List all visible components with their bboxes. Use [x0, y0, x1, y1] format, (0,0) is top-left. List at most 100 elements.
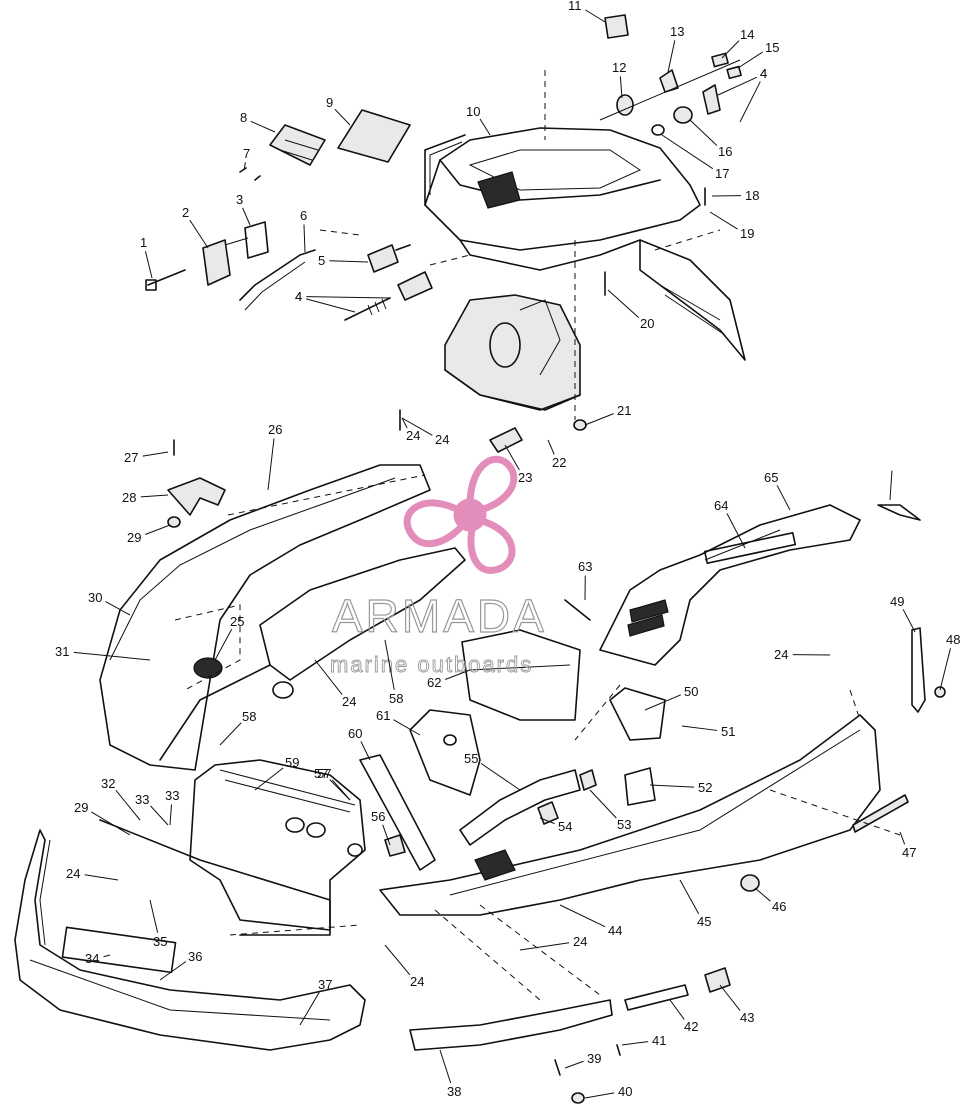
callout-number: 60 [348, 726, 362, 741]
callout-number: 24 [410, 974, 424, 989]
callout-38: 38 [439, 1049, 461, 1099]
callout-34: 34 [85, 951, 111, 966]
callout-24: 24 [66, 866, 119, 881]
callout-59: 59 [254, 755, 299, 791]
callout-number: 63 [578, 559, 592, 574]
callout-57: 57 [314, 766, 351, 801]
callout-19: 19 [709, 211, 754, 241]
callout-number: 28 [122, 490, 136, 505]
callout-leader [401, 417, 433, 436]
callout-leader [504, 444, 520, 471]
callout-number: 12 [612, 60, 626, 75]
callout-number: 33 [165, 788, 179, 803]
callout-12: 12 [612, 60, 626, 99]
callout-23: 23 [504, 444, 532, 485]
callout-leader [754, 887, 771, 902]
callout-leader [73, 651, 151, 661]
callout-leader [91, 811, 131, 836]
callout-number: 10 [466, 104, 480, 119]
callout-number: 32 [101, 776, 115, 791]
callout-number: 4 [760, 66, 767, 81]
callout-number: 61 [376, 708, 390, 723]
callout-18: 18 [711, 188, 759, 203]
callout-16: 16 [689, 119, 732, 159]
callout-number: 5 [318, 253, 325, 268]
callout-leader [103, 954, 111, 958]
callout-leader [681, 725, 718, 731]
callout-leader [737, 51, 763, 69]
small-parts-left [145, 109, 433, 321]
callout-leader [329, 779, 351, 801]
propeller-blade-right [467, 515, 516, 574]
callout-58: 58 [219, 709, 256, 746]
callout-leader [539, 817, 555, 825]
callout-number: 24 [435, 432, 449, 447]
callout-5: 5 [318, 253, 369, 268]
callout-8: 8 [240, 110, 276, 133]
callout-number: 49 [890, 594, 904, 609]
callout-leader [159, 961, 187, 981]
callout-number: 44 [608, 923, 622, 938]
callout-leader [306, 296, 391, 299]
callout-leader [902, 609, 916, 633]
callout-2: 2 [182, 205, 209, 249]
callout-number: 15 [765, 40, 779, 55]
callout-number: 46 [772, 899, 786, 914]
callout-number: 62 [427, 675, 441, 690]
callout-leader [189, 219, 209, 249]
callout-28: 28 [122, 490, 169, 505]
callout-leader [547, 439, 555, 455]
callout-number: 29 [127, 530, 141, 545]
callout-number: 59 [285, 755, 299, 770]
watermark-brand: ARMADA [332, 590, 547, 642]
callout-leader [644, 694, 682, 711]
callout-undefined [889, 470, 893, 501]
callout-number: 18 [745, 188, 759, 203]
callout-24: 24 [401, 417, 449, 447]
armada-logo: ARMADA marine outboards [330, 455, 547, 677]
callout-number: 55 [464, 751, 478, 766]
callout-3: 3 [236, 192, 251, 226]
callout-26: 26 [267, 422, 282, 491]
callout-61: 61 [376, 708, 421, 736]
callout-number: 17 [715, 166, 729, 181]
callout-24: 24 [384, 944, 424, 989]
lever-49 [911, 627, 946, 713]
callout-leader [314, 659, 343, 695]
callout-33: 33 [165, 788, 179, 826]
callout-24: 24 [774, 647, 831, 662]
small-parts-top [599, 14, 742, 206]
callout-leader [721, 40, 740, 59]
callout-56: 56 [371, 809, 391, 846]
callout-number: 2 [182, 205, 189, 220]
callout-leader [889, 470, 893, 501]
callout-52: 52 [649, 780, 712, 795]
callout-27: 27 [124, 450, 169, 465]
callout-leader [669, 999, 685, 1020]
callout-number: 56 [371, 809, 385, 824]
callout-44: 44 [559, 904, 622, 938]
callout-leader [305, 298, 356, 313]
callout-leader [144, 251, 153, 279]
callout-4: 4 [739, 66, 767, 123]
callout-63: 63 [578, 559, 592, 601]
propeller-blade-top [466, 455, 518, 514]
callout-41: 41 [621, 1033, 666, 1048]
watermark-tagline: marine outboards [330, 652, 533, 677]
callout-21: 21 [584, 403, 631, 426]
callout-leader [444, 669, 471, 680]
callout-leader [709, 211, 738, 230]
callout-leader [584, 1092, 615, 1099]
running-board [409, 967, 731, 1104]
callout-32: 32 [101, 776, 141, 821]
callout-number: 4 [295, 289, 302, 304]
callout-20: 20 [607, 289, 654, 331]
callout-leader [144, 524, 171, 535]
callout-7: 7 [243, 146, 250, 171]
callout-leader [585, 9, 606, 23]
callout-60: 60 [348, 726, 371, 761]
callout-47: 47 [899, 831, 916, 860]
callout-leader [140, 494, 169, 498]
callout-leader [739, 81, 761, 123]
callout-number: 4 [760, 66, 767, 81]
